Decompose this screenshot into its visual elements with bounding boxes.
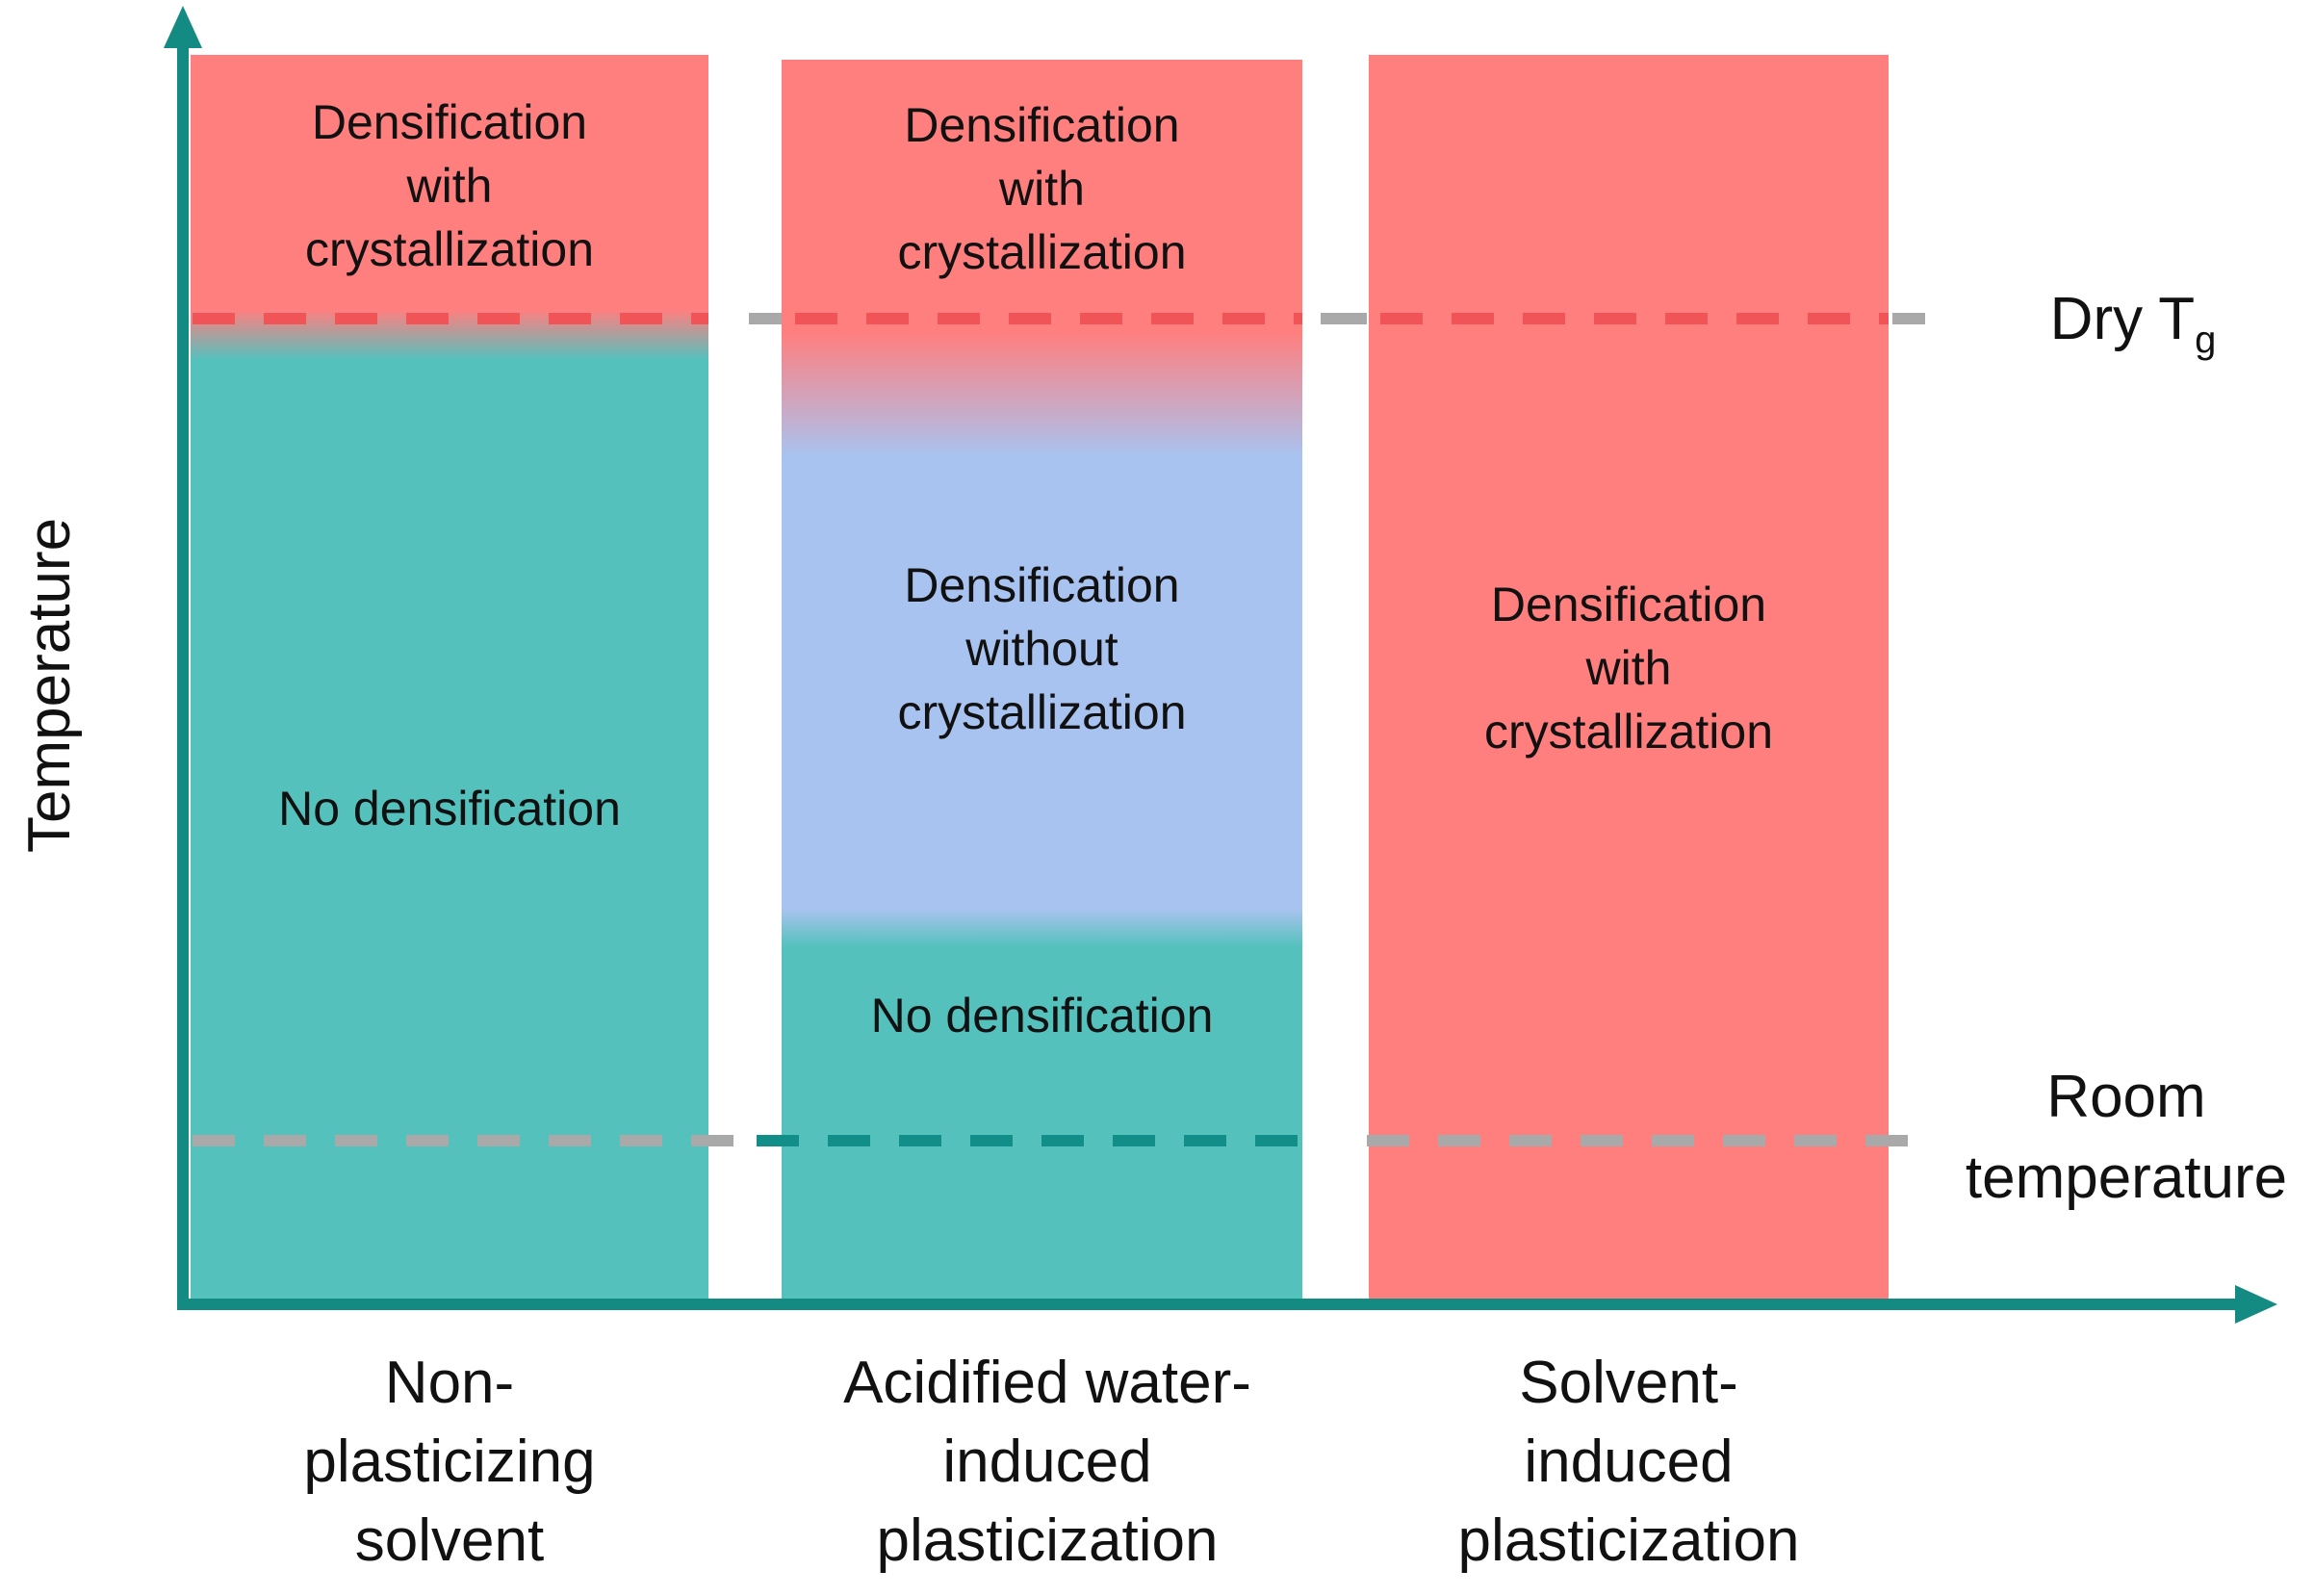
category-line: Solvent- — [1519, 1350, 1738, 1416]
region-line: with — [1585, 641, 1672, 695]
category-line: induced — [942, 1429, 1152, 1495]
dry-tg-subscript: g — [2195, 319, 2217, 361]
region-line: No densification — [278, 782, 621, 836]
category-line: plasticization — [1457, 1507, 1800, 1574]
category-line: solvent — [354, 1507, 545, 1574]
region-col1-crystallization: Densification with crystallization — [191, 55, 708, 317]
column-acidified-water-bg — [782, 60, 1302, 1300]
region-col1-no-densification: No densification — [191, 366, 708, 1251]
region-line: crystallization — [897, 685, 1187, 739]
y-axis-label: Temperature — [16, 517, 83, 853]
region-col2-no-densification: No densification — [782, 972, 1302, 1059]
region-line: with — [999, 162, 1085, 216]
category-label-acidified-water: Acidified water- induced plasticization — [753, 1344, 1342, 1581]
region-col3-crystallization: Densification with crystallization — [1369, 539, 1889, 797]
category-line: Non- — [384, 1350, 515, 1416]
region-line: with — [406, 159, 493, 213]
region-line: Densification — [904, 98, 1180, 152]
category-line: induced — [1524, 1429, 1734, 1495]
room-label-line: Room — [2046, 1064, 2206, 1130]
category-label-solvent-induced: Solvent- induced plasticization — [1369, 1344, 1889, 1581]
x-axis-arrowhead — [2235, 1285, 2277, 1324]
region-col2-crystallization: Densification with crystallization — [782, 60, 1302, 318]
category-line: plasticizing — [303, 1429, 596, 1495]
region-line: Densification — [1490, 578, 1767, 631]
room-temperature-label: Room temperature — [1941, 1057, 2312, 1219]
dry-tg-label: Dry Tg — [2018, 279, 2249, 380]
y-axis-arrowhead — [164, 6, 202, 48]
region-line: without — [965, 622, 1118, 676]
region-line: crystallization — [304, 222, 595, 276]
room-label-line: temperature — [1965, 1145, 2288, 1211]
region-line: No densification — [870, 989, 1214, 1043]
category-label-non-plasticizing: Non- plasticizing solvent — [191, 1344, 708, 1581]
category-line: plasticization — [876, 1507, 1219, 1574]
category-line: Acidified water- — [843, 1350, 1251, 1416]
dry-tg-text: Dry T — [2049, 286, 2196, 352]
region-col2-without-crystallization: Densification without crystallization — [782, 520, 1302, 778]
region-line: Densification — [904, 558, 1180, 612]
region-line: crystallization — [1483, 705, 1774, 759]
region-line: Densification — [311, 95, 588, 149]
column-solvent-induced-bg — [1369, 55, 1889, 1300]
region-line: crystallization — [897, 225, 1187, 279]
column-non-plasticizing-bg — [191, 55, 708, 1300]
